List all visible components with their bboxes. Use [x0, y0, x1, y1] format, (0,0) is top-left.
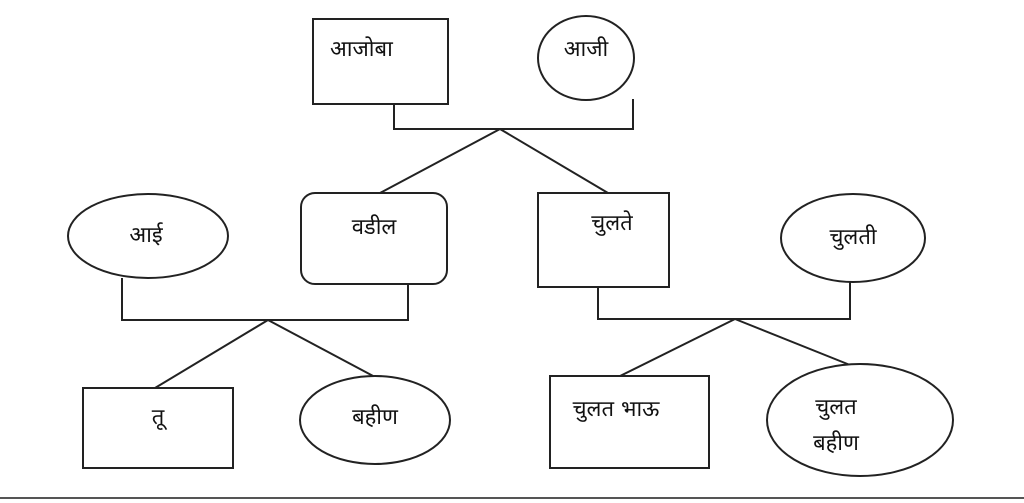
node-father-label: वडील: [352, 214, 398, 240]
edge-parents-sister: [267, 319, 376, 378]
node-sister: बहीण: [299, 375, 451, 465]
node-grandfather-label: आजोबा: [330, 36, 393, 62]
grandparents-connector: [393, 99, 634, 130]
node-grandmother: आजी: [537, 15, 635, 101]
node-cousin-brother-label: चुलत भाऊ: [573, 397, 661, 422]
node-cousin-sister-label-line1: चुलत: [815, 395, 857, 420]
node-grandmother-label: आजी: [564, 36, 609, 62]
edge-uncle-cousin-brother: [613, 318, 736, 380]
node-uncle-label: चुलते: [591, 210, 633, 236]
edge-uncle-cousin-sister: [734, 318, 851, 366]
node-father: वडील: [300, 192, 448, 285]
node-aunt-label: चुलती: [829, 224, 876, 250]
node-mother: आई: [67, 193, 229, 279]
node-mother-label: आई: [129, 222, 163, 248]
node-cousin-sister: चुलत बहीण: [766, 363, 954, 477]
parents-connector: [121, 278, 409, 321]
node-sister-label: बहीण: [352, 404, 399, 430]
edge-grandparents-uncle: [499, 128, 609, 194]
node-you-label: तू: [152, 405, 168, 431]
node-aunt: चुलती: [780, 193, 926, 283]
edge-parents-you: [154, 319, 269, 389]
uncle-aunt-connector: [597, 282, 851, 320]
node-cousin-brother: चुलत भाऊ: [549, 375, 710, 469]
node-uncle: चुलते: [537, 192, 670, 288]
edge-grandparents-father: [379, 128, 501, 194]
node-cousin-sister-label-line2: बहीण: [813, 430, 860, 456]
node-grandfather: आजोबा: [312, 18, 449, 105]
node-you: तू: [82, 387, 234, 469]
